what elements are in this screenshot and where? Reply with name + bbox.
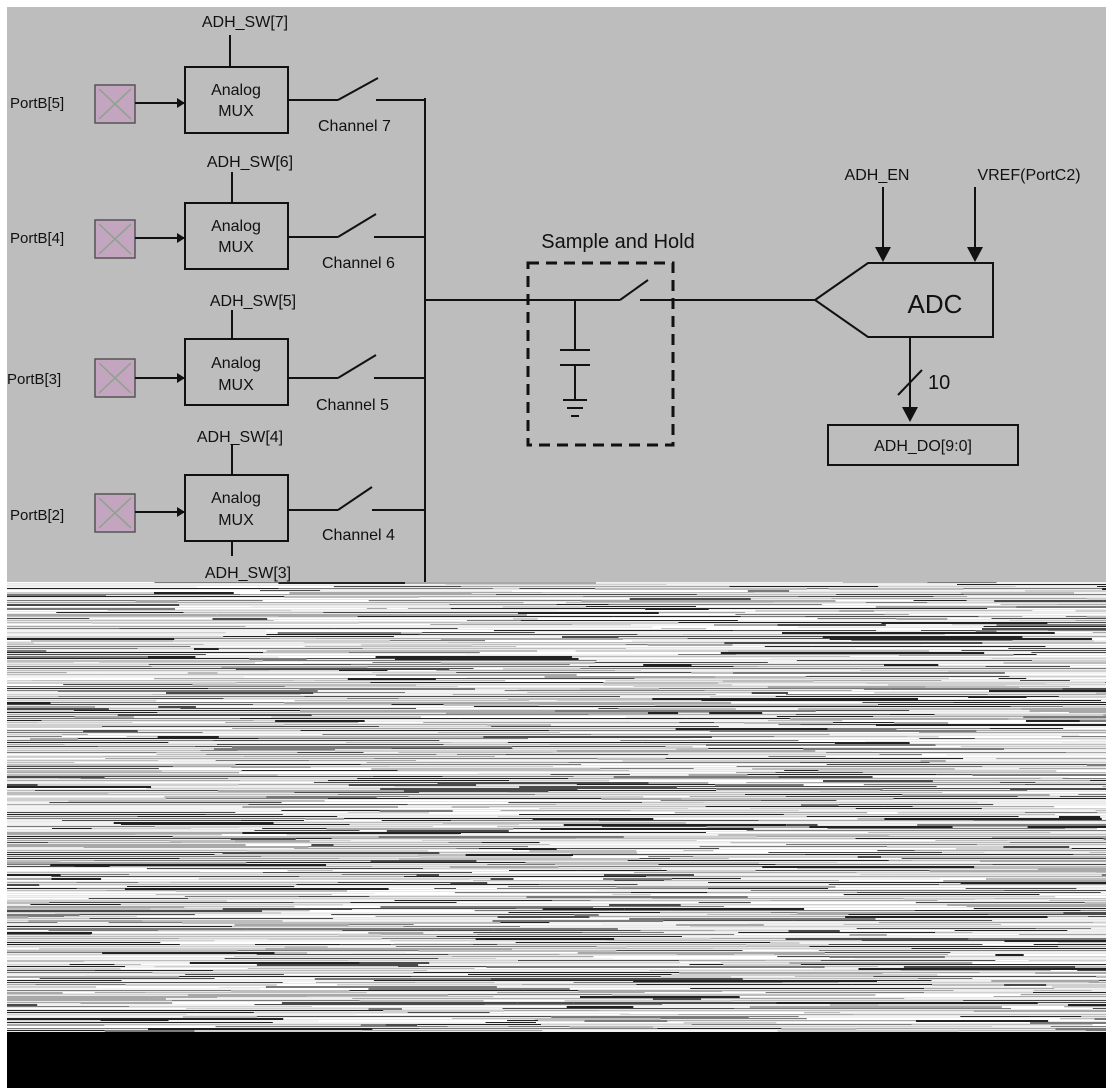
adc-block [813,262,994,338]
vref-label: VREF(PortC2) [977,167,1080,184]
channel-row-6: PortB[4] Analog MUX ADH_SW[6] Channel 6 [10,154,425,272]
corrupted-image-region [7,582,1106,1032]
port-label: PortB[2] [10,507,64,524]
mux-label-line2: MUX [218,377,254,394]
adh-en-arrow-icon [875,247,891,262]
mux-label-line2: MUX [218,239,254,256]
vref-arrow-icon [967,247,983,262]
bus-width-label: 10 [928,372,950,394]
channel-switch-icon [337,486,373,511]
switch-control-label: ADH_SW[7] [202,14,288,31]
ground-icon [563,399,587,417]
mux-label-line2: MUX [218,512,254,529]
mux-label-line1: Analog [211,355,261,372]
capacitor-icon [560,300,590,400]
mux-label-line1: Analog [211,218,261,235]
sample-hold-box [526,261,675,447]
black-bar [7,1032,1106,1088]
sample-switch-icon [619,279,649,301]
switch-control-label: ADH_SW[4] [197,429,283,446]
port-label: PortB[3] [7,371,61,388]
switch-control-label: ADH_SW[6] [207,154,293,171]
output-arrow-icon [902,407,918,422]
adh-en-label: ADH_EN [845,167,910,184]
port-label: PortB[4] [10,230,64,247]
mux-label-line2: MUX [218,103,254,120]
analog-mux-box [184,474,289,542]
channel-row-5: PortB[3] Analog MUX ADH_SW[5] Channel 5 [7,293,425,414]
panel-background [7,7,1106,583]
channel-switch-icon [337,77,379,101]
channel-label: Channel 5 [316,397,389,414]
channel-switch-icon [337,213,377,238]
channel-label: Channel 6 [322,255,395,272]
switch-control-label: ADH_SW[5] [210,293,296,310]
channel-row-7: PortB[5] Analog MUX ADH_SW[7] Channel 7 [10,14,425,135]
bottom-switch-control-label: ADH_SW[3] [205,565,291,582]
sample-hold-label: Sample and Hold [541,231,694,253]
port-label: PortB[5] [10,95,64,112]
channel-row-4: PortB[2] Analog MUX ADH_SW[4] Channel 4 [10,429,425,544]
adc-label: ADC [908,289,963,319]
analog-mux-box [184,338,289,406]
channel-label: Channel 7 [318,118,391,135]
output-register-box [827,424,1019,466]
output-register-label: ADH_DO[9:0] [874,438,972,455]
bus-width-slash [897,369,923,396]
mux-label-line1: Analog [211,490,261,507]
channel-switch-icon [337,354,377,379]
mux-label-line1: Analog [211,82,261,99]
channel-label: Channel 4 [322,527,395,544]
